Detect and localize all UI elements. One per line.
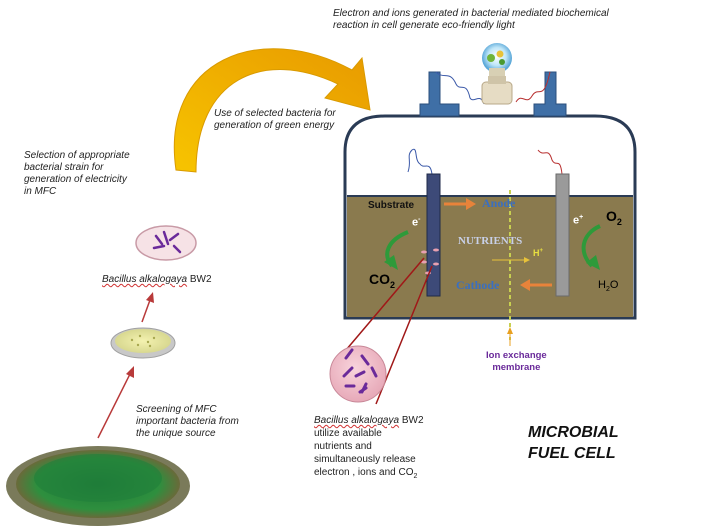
- h2o-sub: 2: [605, 286, 610, 294]
- electron-right-label: e+: [573, 214, 583, 227]
- wire-anode: [407, 148, 433, 175]
- screening-caption-line3: the unique source: [136, 428, 216, 439]
- membrane-label: Ion exchange membrane: [486, 350, 547, 374]
- strain-code: BW2: [189, 274, 212, 285]
- selection-caption-line3: generation of electricity: [24, 174, 127, 185]
- wire-cathode: [537, 149, 563, 175]
- co2-text: CO: [369, 271, 390, 287]
- co2-green-arrow: [384, 230, 409, 270]
- o2-text: O: [606, 208, 617, 224]
- membrane-label-line1: Ion exchange: [486, 350, 547, 361]
- arrow-caption: Use of selected bacteria for generation …: [214, 108, 336, 132]
- co2-sub: 2: [390, 279, 396, 290]
- anode-arrow: [444, 198, 476, 210]
- h-plus-arrow: [492, 257, 530, 263]
- zoom-line-left: [345, 257, 425, 351]
- e-left-text: e: [412, 216, 419, 229]
- e-left-sup: -: [418, 216, 421, 223]
- title-line1: MICROBIAL: [528, 424, 619, 441]
- cathode-electrode: [555, 173, 570, 297]
- selection-caption: Selection of appropriate bacterial strai…: [24, 150, 130, 198]
- strain-label: Bacillus alkalogaya BW2: [102, 274, 212, 286]
- h2o-tail: O: [609, 279, 619, 291]
- h-plus-text: H: [533, 248, 540, 258]
- selection-caption-line1: Selection of appropriate: [24, 150, 130, 161]
- arrow-dish-to-strain: [141, 292, 154, 323]
- screening-caption-line1: Screening of MFC: [136, 404, 217, 415]
- membrane-label-line2: membrane: [492, 362, 541, 373]
- bottom-strain-name: Bacillus alkalogaya: [314, 415, 400, 426]
- bottom-caption-line2: utilize available: [314, 428, 382, 439]
- bottom-strain-code: BW2: [401, 415, 424, 426]
- selection-caption-line4: in MFC: [24, 186, 57, 197]
- h2o-text: H: [598, 279, 606, 291]
- o2-label: O2: [606, 208, 622, 227]
- gold-curved-arrow: [173, 48, 371, 173]
- terminal-right: [533, 71, 567, 117]
- arrow-caption-line2: generation of green energy: [214, 120, 335, 131]
- bottom-caption-line4: simultaneously release: [314, 454, 416, 465]
- screening-caption-line2: important bacteria from: [136, 416, 239, 427]
- top-caption: Electron and ions generated in bacterial…: [333, 8, 609, 32]
- cathode-arrow: [520, 279, 552, 291]
- bottom-co2-sub: 2: [413, 473, 418, 480]
- top-caption-line2: reaction in cell generate eco-friendly l…: [333, 20, 515, 31]
- e-right-text: e: [573, 214, 580, 227]
- wire-left: [435, 71, 485, 105]
- top-caption-line1: Electron and ions generated in bacterial…: [333, 8, 609, 19]
- selection-caption-line2: bacterial strain for: [24, 162, 104, 173]
- terminal-left: [419, 71, 460, 117]
- bottom-caption-line5: electron , ions and CO: [314, 467, 414, 478]
- membrane-pointer: [507, 327, 513, 346]
- cathode-label: Cathode: [456, 278, 500, 292]
- nutrients-label: NUTRIENTS: [458, 235, 523, 247]
- co2-label: CO2: [369, 271, 395, 290]
- h2o-label: H2O: [598, 279, 618, 293]
- petri-dish: [110, 327, 176, 359]
- zoomed-bacteria-circle: [329, 345, 387, 403]
- wire-right: [515, 71, 551, 103]
- arrow-pond-to-dish: [97, 366, 134, 439]
- anode-electrode: [426, 173, 441, 297]
- title-line2: FUEL CELL: [528, 445, 616, 462]
- o2-sub: 2: [616, 216, 622, 227]
- h-plus-sup: +: [539, 248, 544, 254]
- arrow-caption-line1: Use of selected bacteria for: [214, 108, 336, 119]
- anode-label: Anode: [482, 196, 516, 210]
- bottom-caption-line3: nutrients and: [314, 441, 372, 452]
- screening-caption: Screening of MFC important bacteria from…: [136, 404, 239, 440]
- e-right-sup: +: [579, 214, 584, 221]
- diagram-title: MICROBIAL FUEL CELL: [528, 422, 619, 464]
- substrate-label: Substrate: [368, 200, 415, 211]
- strain-name: Bacillus alkalogaya: [102, 274, 188, 285]
- strain-bacteria-circle: [135, 225, 197, 261]
- h-plus-label: H+: [533, 248, 543, 258]
- bottom-caption: Bacillus alkalogaya BW2 utilize availabl…: [314, 414, 424, 483]
- light-bulb-icon: [481, 43, 513, 105]
- electron-left-label: e-: [412, 216, 420, 229]
- pond-image: [6, 446, 190, 526]
- o2-green-arrow: [581, 224, 601, 270]
